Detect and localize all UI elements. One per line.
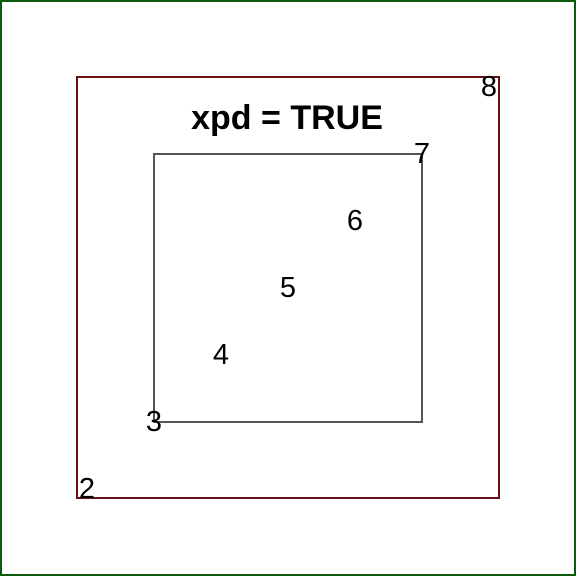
point-label-5: 5 (280, 272, 296, 304)
point-labels: 2 3 4 5 6 7 8 (79, 71, 497, 505)
point-label-4: 4 (213, 339, 229, 371)
point-label-3: 3 (146, 406, 162, 438)
point-label-6: 6 (347, 205, 363, 237)
plot-region-border (153, 153, 423, 423)
chart-title: xpd = TRUE (191, 99, 383, 137)
point-label-8: 8 (481, 71, 497, 103)
figure-region-border (76, 76, 500, 499)
point-label-7: 7 (414, 138, 430, 170)
point-label-2: 2 (79, 473, 95, 505)
